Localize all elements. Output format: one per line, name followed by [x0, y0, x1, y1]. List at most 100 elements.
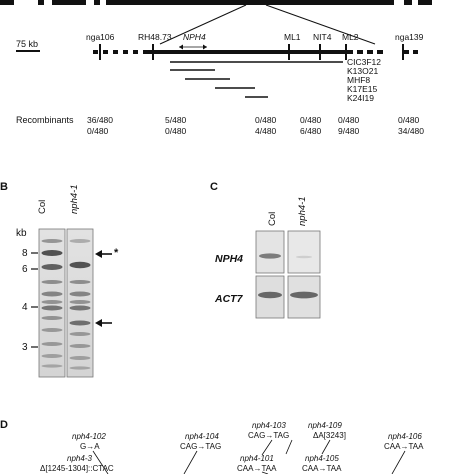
scale-bar-label: 75 kb: [16, 39, 38, 49]
band-col-8: [41, 328, 63, 332]
recomb-r1-rh48: 5/480: [165, 115, 187, 125]
recomb-r2-nit4: 6/480: [300, 126, 322, 136]
marker-nga139: nga139: [395, 32, 424, 42]
band-nph4-1-4: [69, 300, 91, 304]
panel-d-letter: D: [0, 419, 8, 431]
tick-label-8: 8: [22, 248, 28, 259]
band-col-3: [41, 280, 63, 284]
star-marker: *: [114, 247, 119, 259]
band-col-4: [41, 291, 63, 297]
band-nph4-1-10: [69, 366, 91, 370]
recomb-r2-ml1: 4/480: [255, 126, 277, 136]
allele-nph4-104: nph4-104: [185, 432, 219, 441]
allele-nph4-106: nph4-106: [388, 432, 422, 441]
band-nph4-1-7: [69, 332, 91, 336]
row-label-nph4: NPH4: [215, 253, 243, 265]
lane-label-nph4-1: nph4-1: [297, 196, 308, 226]
recomb-r1-ml2: 0/480: [338, 115, 360, 125]
recomb-r1-nga139: 0/480: [398, 115, 420, 125]
recombinants-label: Recombinants: [16, 115, 74, 125]
lane-label-nph4-1: nph4-1: [69, 184, 80, 214]
allele-pointer-lines: [92, 439, 406, 474]
arrow-upper: [95, 250, 112, 258]
recomb-r1-nit4: 0/480: [300, 115, 322, 125]
clone-k13o21: K13O21: [347, 66, 378, 76]
marker-nga106: nga106: [86, 32, 115, 42]
recomb-r2-nga139: 34/480: [398, 126, 424, 136]
zoom-line-right: [265, 4, 376, 45]
panel-b-letter: B: [0, 181, 8, 193]
recomb-r2-rh48: 0/480: [165, 126, 187, 136]
tick-label-3: 3: [22, 342, 28, 353]
panel-c: C Col nph4-1 NPH4 ACT7: [210, 181, 321, 319]
nph4-double-arrow: [179, 44, 207, 50]
allele-nph4-3: nph4-3: [67, 454, 92, 463]
allele-nph4-101-change: CAA→TAA: [237, 464, 277, 473]
band-col-2: [41, 264, 63, 270]
tick-label-6: 6: [22, 264, 28, 275]
band-nph4-col: [259, 253, 281, 259]
band-col-7: [41, 316, 63, 320]
panel-d: D nph4-102 G→A nph4-3 Δ[1245-1304]::CTAC…: [0, 419, 424, 474]
recomb-r2-ml2: 9/480: [338, 126, 360, 136]
allele-nph4-103-change: CAG→TAG: [248, 431, 289, 440]
panel-a: 75 kb nga106 RH48.73 NPH4 ML1 NIT4 ML2 n…: [0, 0, 432, 136]
marker-nit4: NIT4: [313, 32, 332, 42]
clone-k17e15: K17E15: [347, 84, 378, 94]
band-col-10: [41, 354, 63, 358]
panel-c-letter: C: [210, 181, 218, 193]
top-bar-main: [106, 0, 394, 5]
top-bar-stub: [0, 0, 14, 5]
band-col-1: [41, 250, 63, 256]
allele-nph4-109: nph4-109: [308, 421, 342, 430]
band-nph4-1-6: [69, 320, 91, 326]
clone-contig: [170, 61, 343, 98]
clone-cic3f12: CIC3F12: [347, 57, 381, 67]
band-col-5: [41, 300, 63, 304]
lane-label-col: Col: [37, 200, 48, 214]
marker-rh48-73: RH48.73: [138, 32, 172, 42]
top-bar-dash: [404, 0, 412, 5]
zoom-line-left: [159, 4, 247, 45]
allele-nph4-102-change: G→A: [80, 442, 100, 451]
allele-nph4-103: nph4-103: [252, 421, 286, 430]
band-nph4-1-1: [69, 261, 91, 269]
blot-bands: [41, 239, 91, 370]
recomb-r1-ml1: 0/480: [255, 115, 277, 125]
axis-unit-kb: kb: [16, 228, 27, 239]
top-bar-dash: [418, 0, 432, 5]
northern-nph4-mutant: [287, 230, 321, 274]
allele-nph4-105-change: CAA→TAA: [302, 464, 342, 473]
band-nph4-1-3: [69, 291, 91, 297]
allele-nph4-104-change: CAG→TAG: [180, 442, 221, 451]
band-nph4-1-8: [69, 344, 91, 348]
allele-nph4-109-change: ΔA[3243]: [313, 431, 346, 440]
arrow-lower: [95, 319, 112, 327]
allele-nph4-106-change: CAA→TAA: [384, 442, 424, 451]
lane-label-col: Col: [267, 212, 278, 226]
band-nph4-1-5: [69, 305, 91, 311]
band-nph4-mutant-faint: [296, 255, 312, 259]
recomb-r1-nga106: 36/480: [87, 115, 113, 125]
panel-b: B Col nph4-1 kb 8 6 4 3 *: [0, 181, 119, 378]
chromosome-bar: [93, 44, 418, 60]
band-col-9: [41, 342, 63, 346]
northern-nph4-col: [255, 230, 285, 274]
top-bar-dash: [94, 0, 100, 5]
band-nph4-1-2: [69, 280, 91, 284]
marker-ml2: ML2: [342, 32, 359, 42]
marker-ml1: ML1: [284, 32, 301, 42]
allele-nph4-102: nph4-102: [72, 432, 106, 441]
allele-nph4-101: nph4-101: [240, 454, 274, 463]
band-act7-mutant: [290, 291, 318, 299]
recomb-r2-nga106: 0/480: [87, 126, 109, 136]
clone-k24i19: K24I19: [347, 93, 374, 103]
tick-label-4: 4: [22, 302, 28, 313]
band-act7-col: [258, 291, 282, 299]
marker-nph4: NPH4: [183, 32, 206, 42]
row-label-act7: ACT7: [214, 293, 244, 305]
band-col-0: [41, 239, 63, 243]
band-col-6: [41, 305, 63, 311]
band-nph4-1-0: [69, 239, 91, 243]
